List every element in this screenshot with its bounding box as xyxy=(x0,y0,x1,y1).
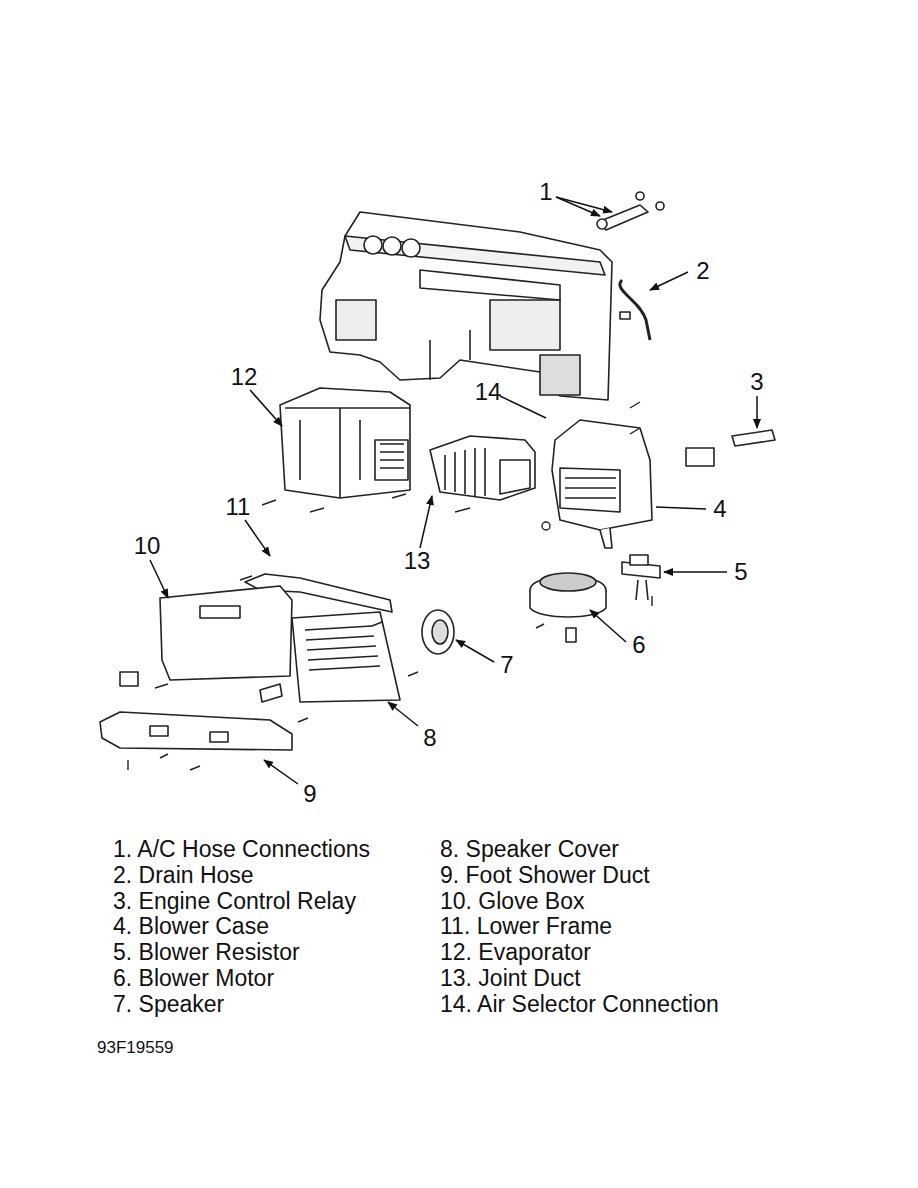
blower-case xyxy=(552,420,652,530)
legend-entry: 3. Engine Control Relay xyxy=(113,890,356,913)
callout-number: 6 xyxy=(632,633,645,657)
legend-entry: 1. A/C Hose Connections xyxy=(113,838,370,861)
callout-number: 12 xyxy=(231,365,258,389)
joint-duct xyxy=(430,436,535,500)
callout-number: 1 xyxy=(539,180,552,204)
callout-number: 4 xyxy=(713,497,726,521)
callout-number: 10 xyxy=(134,534,161,558)
legend-entry: 13. Joint Duct xyxy=(440,967,581,990)
foot-shower-duct xyxy=(100,712,292,750)
callout-number: 11 xyxy=(226,495,251,519)
legend-entry: 7. Speaker xyxy=(113,993,224,1016)
legend-entry: 2. Drain Hose xyxy=(113,864,254,887)
legend-entry: 8. Speaker Cover xyxy=(440,838,619,861)
legend-entry: 12. Evaporator xyxy=(440,941,591,964)
legend-entry: 6. Blower Motor xyxy=(113,967,274,990)
callout-number: 5 xyxy=(734,560,747,584)
legend-entry: 4. Blower Case xyxy=(113,915,269,938)
callout-number: 7 xyxy=(500,653,513,677)
leader-lines xyxy=(150,197,757,784)
dashboard xyxy=(320,212,612,400)
callout-number: 14 xyxy=(475,380,502,404)
legend-entry: 5. Blower Resistor xyxy=(113,941,300,964)
glove-box xyxy=(160,586,292,680)
callout-number: 9 xyxy=(303,782,316,806)
callout-number: 2 xyxy=(696,259,709,283)
legend-entry: 10. Glove Box xyxy=(440,890,584,913)
callout-number: 8 xyxy=(423,726,436,750)
evaporator xyxy=(280,388,410,498)
figure-code: 93F19559 xyxy=(97,1039,174,1056)
legend-entry: 11. Lower Frame xyxy=(440,915,612,938)
speaker-cover xyxy=(292,612,400,702)
callout-number: 3 xyxy=(750,370,763,394)
legend-entry: 9. Foot Shower Duct xyxy=(440,864,650,887)
callout-number: 13 xyxy=(404,549,431,573)
legend-entry: 14. Air Selector Connection xyxy=(440,993,719,1016)
